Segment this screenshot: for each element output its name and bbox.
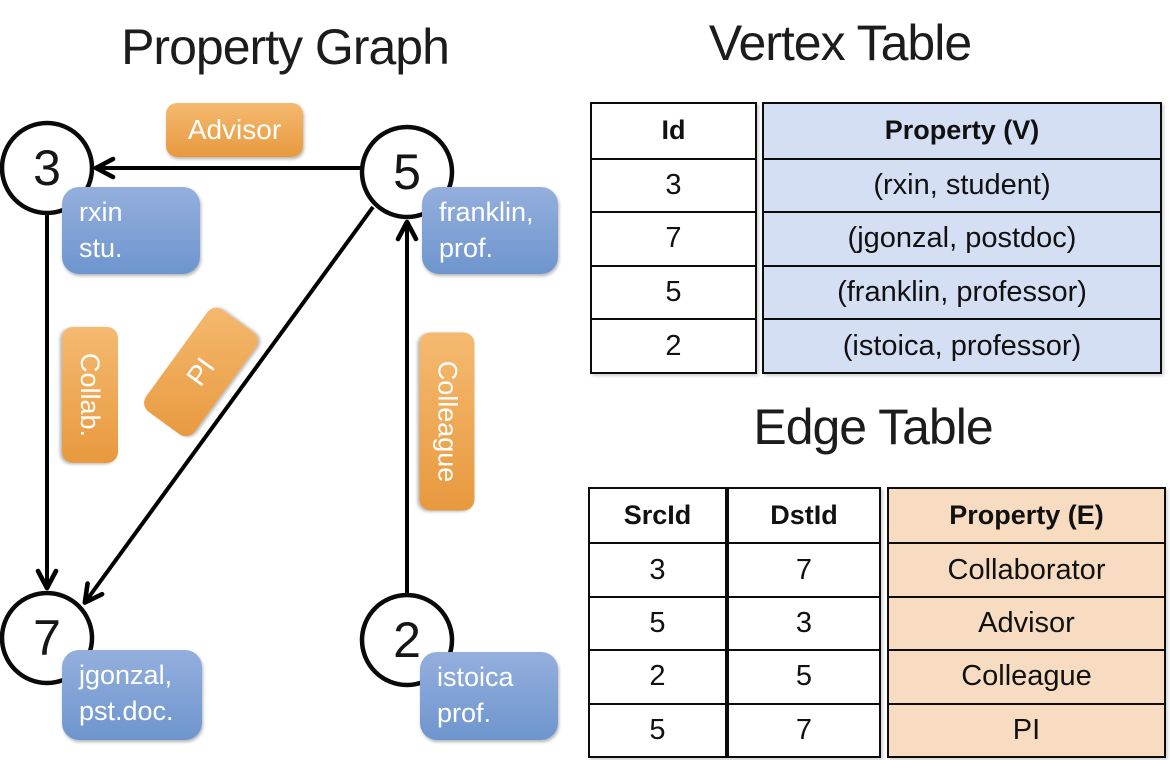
edge-table-srcid-cell: 5 bbox=[590, 702, 725, 756]
vertex-table-header-property: Property (V) bbox=[764, 104, 1160, 158]
node-property-line: jgonzal, bbox=[79, 660, 173, 690]
edge-table-property-column: Property (E) Collaborator Advisor Collea… bbox=[887, 487, 1166, 758]
node-id-7: 7 bbox=[33, 610, 61, 666]
node-id-2: 2 bbox=[393, 612, 421, 668]
node-property-line: rxin bbox=[79, 197, 123, 227]
edge-line-pi-5-to-7 bbox=[82, 205, 375, 605]
node-property-box-7: jgonzal, pst.doc. bbox=[62, 650, 202, 740]
node-id-5: 5 bbox=[393, 144, 421, 200]
vertex-table-property-cell: (rxin, student) bbox=[764, 157, 1160, 212]
edge-table-title: Edge Table bbox=[753, 399, 993, 455]
vertex-table-title: Vertex Table bbox=[708, 15, 972, 71]
edge-table-property-cell: Collaborator bbox=[889, 542, 1164, 596]
vertex-table-id-column: Id 3 7 5 2 bbox=[590, 102, 757, 374]
edge-table-srcid-cell: 5 bbox=[590, 595, 725, 649]
edge-table-dstid-cell: 3 bbox=[729, 595, 879, 649]
edge-table-srcid-column: SrcId 3 5 2 5 bbox=[588, 487, 727, 758]
vertex-table-property-column: Property (V) (rxin, student) (jgonzal, p… bbox=[762, 102, 1162, 374]
vertex-table-id-cell: 3 bbox=[592, 157, 755, 212]
edge-table-property-cell: Colleague bbox=[889, 649, 1164, 703]
edge-label-advisor: Advisor bbox=[166, 103, 303, 157]
node-property-line: prof. bbox=[439, 232, 494, 263]
edge-label-collab: Collab. bbox=[62, 327, 118, 463]
node-property-line: prof. bbox=[437, 697, 492, 728]
edge-table-srcid-cell: 2 bbox=[590, 649, 725, 702]
node-property-line: franklin, bbox=[439, 197, 534, 227]
edge-label-colleague: Colleague bbox=[419, 332, 475, 511]
edge-table-dstid-column: DstId 7 3 5 7 bbox=[727, 487, 881, 758]
edge-table-property-cell: Advisor bbox=[889, 595, 1164, 650]
vertex-table-header-id: Id bbox=[661, 115, 686, 146]
vertex-table-property-cell: (istoica, professor) bbox=[764, 318, 1160, 372]
edge-table-property-cell: PI bbox=[889, 702, 1164, 756]
node-property-box-2: istoica prof. bbox=[420, 652, 558, 740]
vertex-table-id-cell: 2 bbox=[592, 318, 755, 372]
node-property-line: istoica bbox=[437, 662, 514, 692]
node-id-3: 3 bbox=[33, 140, 61, 196]
edge-table-srcid-cell: 3 bbox=[590, 542, 725, 595]
node-property-box-3: rxin stu. bbox=[62, 187, 200, 274]
node-property-line: stu. bbox=[79, 232, 123, 263]
edge-table-header-dstid: DstId bbox=[770, 500, 838, 531]
edge-table-dstid-cell: 7 bbox=[729, 702, 879, 756]
edge-table-dstid-cell: 7 bbox=[729, 542, 879, 595]
vertex-table-property-cell: (franklin, professor) bbox=[764, 264, 1160, 319]
node-property-box-5: franklin, prof. bbox=[422, 187, 558, 274]
edge-table-header-srcid: SrcId bbox=[623, 500, 692, 531]
vertex-table-id-cell: 7 bbox=[592, 211, 755, 265]
edge-table-dstid-cell: 5 bbox=[729, 649, 879, 702]
edge-table-header-property: Property (E) bbox=[889, 489, 1164, 543]
node-property-line: pst.doc. bbox=[79, 695, 174, 726]
property-graph-title: Property Graph bbox=[121, 19, 450, 75]
vertex-table-id-cell: 5 bbox=[592, 264, 755, 319]
vertex-table-property-cell: (jgonzal, postdoc) bbox=[764, 211, 1160, 265]
